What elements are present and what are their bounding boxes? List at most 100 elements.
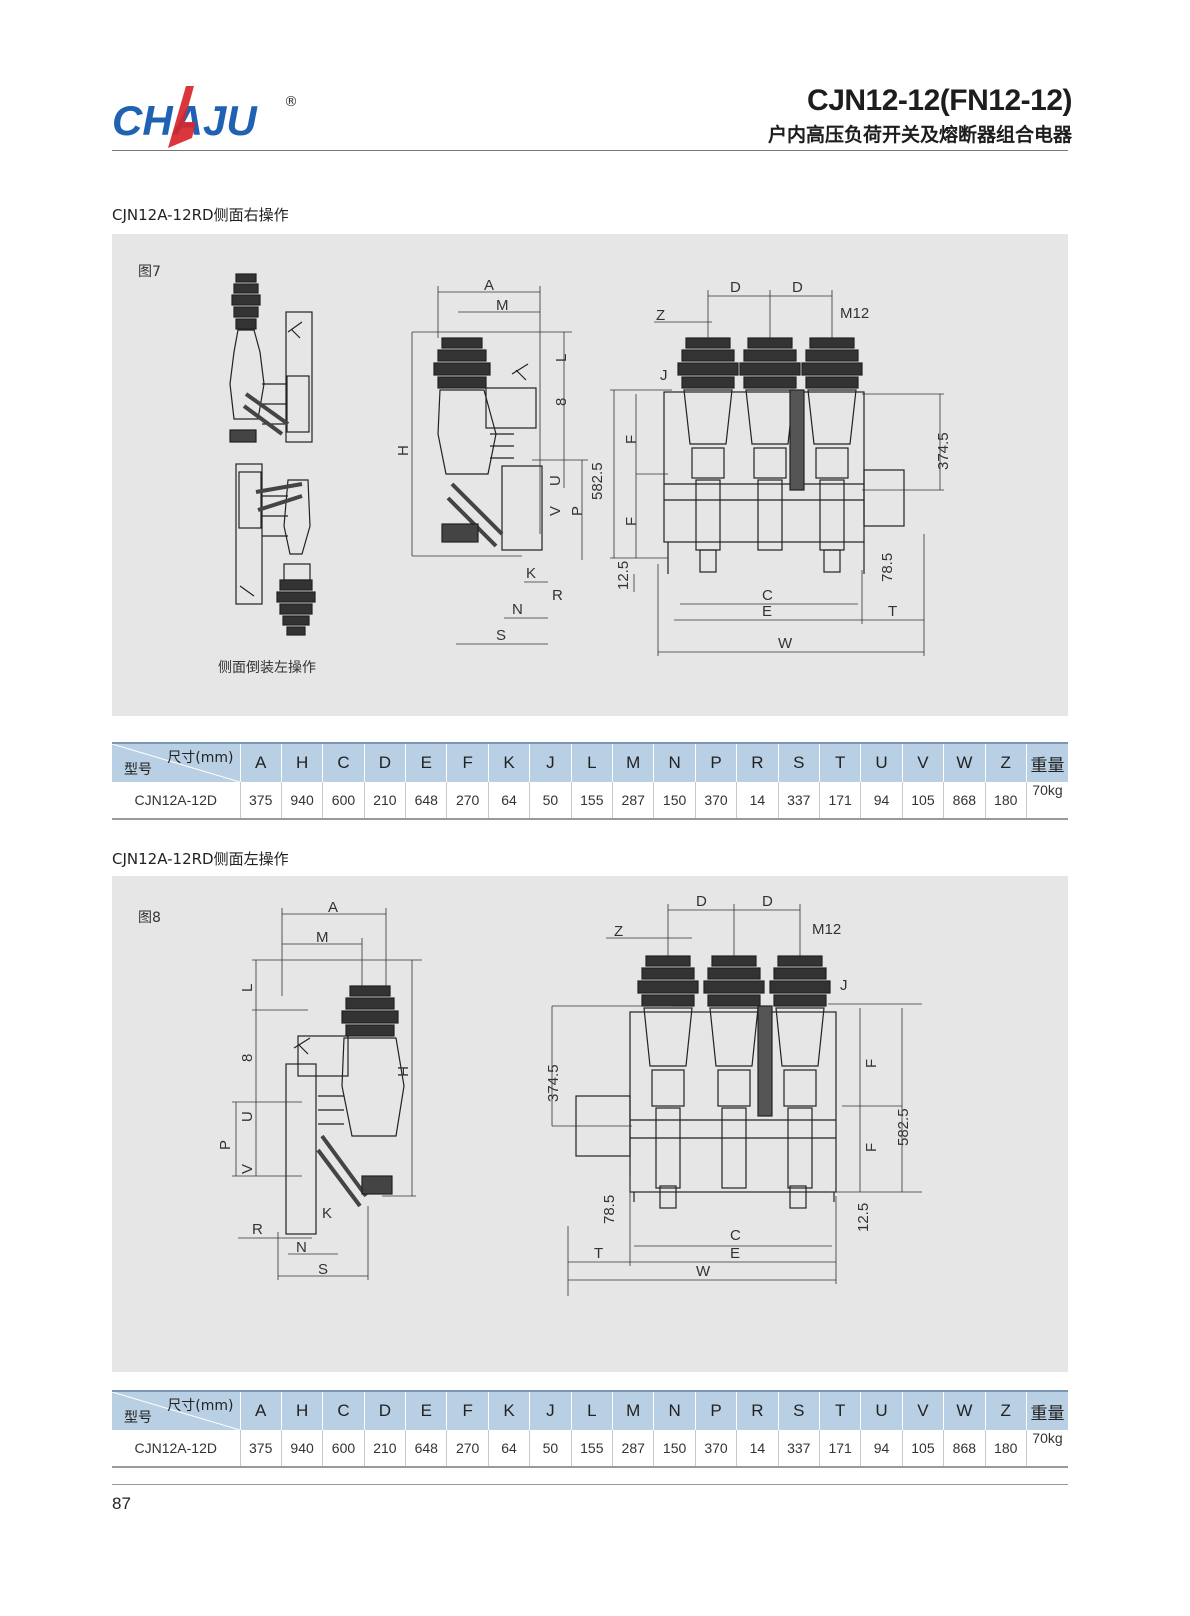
col-header: D — [363, 1390, 406, 1430]
col-header: K — [487, 1390, 530, 1430]
dim-E: E — [762, 603, 772, 620]
cell: 337 — [777, 1430, 820, 1468]
col-header: R — [736, 742, 779, 782]
col-header: R — [736, 1390, 779, 1430]
col-header: P — [694, 742, 737, 782]
cell: 375 — [239, 782, 282, 820]
dim-K: K — [526, 565, 536, 582]
dim-12-5: 12.5 — [615, 561, 632, 590]
dim-D-2: D — [792, 279, 803, 296]
dim-V: V — [547, 506, 564, 516]
col-header: N — [653, 742, 696, 782]
front-elevation-left — [575, 955, 837, 1209]
col-header: P — [694, 1390, 737, 1430]
table-row: CJN12A-12D 375 940 600 210 648 270 64 50… — [112, 782, 1068, 820]
col-header: S — [777, 1390, 820, 1430]
col-header: Z — [984, 1390, 1027, 1430]
col-header: N — [653, 1390, 696, 1430]
cell-weight: 70kg — [1025, 1430, 1068, 1468]
dim-V: V — [239, 1164, 256, 1174]
cell-model: CJN12A-12D — [112, 782, 240, 820]
front-elevation-labels: D D Z M12 J F F 582.5 374.5 12.5 78.5 C … — [589, 279, 952, 652]
col-header: A — [239, 1390, 282, 1430]
dim-R: R — [252, 1221, 263, 1238]
col-header: L — [570, 742, 613, 782]
page-subtitle: 户内高压负荷开关及熔断器组合电器 — [767, 124, 1072, 146]
brand-logo: CHAJU ® — [112, 82, 312, 156]
front-elevation — [663, 337, 905, 574]
dim-D-2: D — [762, 893, 773, 910]
cell: 50 — [529, 782, 572, 820]
model-label: 型号 — [124, 762, 152, 778]
dim-P: P — [217, 1140, 234, 1150]
dim-A: A — [328, 899, 338, 916]
table-corner-cell: 尺寸(mm) 型号 — [112, 742, 240, 782]
col-header: U — [860, 1390, 903, 1430]
cell: 270 — [446, 1430, 489, 1468]
insulator-pole-2 — [739, 337, 801, 551]
dim-L: L — [553, 354, 570, 362]
dim-P: P — [569, 506, 586, 516]
col-header: T — [818, 742, 861, 782]
side-elevation-left — [285, 985, 405, 1235]
dim-N: N — [296, 1239, 307, 1256]
corner-diagonal — [112, 744, 240, 782]
cell: 50 — [529, 1430, 572, 1468]
brand-logo-mark: CHAJU ® — [112, 86, 298, 148]
cell: 155 — [570, 1430, 613, 1468]
spec-table-2: 尺寸(mm) 型号 A H C D E F K J L M N P R S T … — [112, 1390, 1068, 1468]
cell: 171 — [818, 782, 861, 820]
figure7-label: 图7 — [138, 264, 161, 280]
cell: 370 — [694, 782, 737, 820]
dim-T: T — [888, 603, 897, 620]
col-header: C — [322, 1390, 365, 1430]
dim-F-1: F — [863, 1059, 880, 1068]
col-header: M — [612, 1390, 654, 1430]
cell: 14 — [736, 1430, 779, 1468]
dim-F-1: F — [623, 435, 640, 444]
header-divider — [112, 150, 1068, 151]
col-header: D — [363, 742, 406, 782]
cell: 270 — [446, 782, 489, 820]
dim-S: S — [496, 627, 506, 644]
dim-78-5: 78.5 — [601, 1195, 618, 1224]
cell: 105 — [901, 1430, 944, 1468]
front-elevation-dims — [610, 290, 944, 656]
col-header: S — [777, 742, 820, 782]
dim-M12: M12 — [840, 305, 869, 322]
cell: 370 — [694, 1430, 737, 1468]
unit-label: 尺寸(mm) — [167, 750, 234, 766]
col-header: T — [818, 1390, 861, 1430]
col-header: J — [529, 742, 572, 782]
cell: 287 — [612, 782, 654, 820]
col-header: A — [239, 742, 282, 782]
table-corner-cell: 尺寸(mm) 型号 — [112, 1390, 240, 1430]
col-header: V — [901, 1390, 944, 1430]
col-header: F — [446, 742, 489, 782]
col-header: M — [612, 742, 654, 782]
col-header-weight: 重量 — [1025, 742, 1068, 782]
cell-model: CJN12A-12D — [112, 1430, 240, 1468]
cell: 150 — [653, 782, 696, 820]
inverted-caption: 侧面倒装左操作 — [218, 660, 316, 676]
corner-diagonal — [112, 1392, 240, 1430]
cell: 600 — [322, 1430, 365, 1468]
dim-78-5: 78.5 — [879, 553, 896, 582]
cell: 600 — [322, 782, 365, 820]
registered-mark: ® — [284, 94, 298, 110]
dim-W: W — [696, 1263, 711, 1280]
dim-374-5: 374.5 — [935, 432, 952, 470]
spec-table-1: 尺寸(mm) 型号 A H C D E F K J L M N P R S T … — [112, 742, 1068, 820]
figure7-drawing: 图7 — [138, 264, 952, 676]
footer-divider — [112, 1484, 1068, 1485]
front-elevation-left-labels: D D Z M12 J 374.5 F F 582.5 78.5 12.5 C … — [545, 893, 912, 1280]
dim-H: H — [394, 1066, 411, 1077]
dim-Z: Z — [614, 923, 623, 940]
side-view-inverted — [235, 463, 316, 636]
dim-582-5: 582.5 — [589, 462, 606, 500]
table-row: CJN12A-12D 375 940 600 210 648 270 64 50… — [112, 1430, 1068, 1468]
dim-U: U — [239, 1111, 256, 1122]
cell: 648 — [405, 782, 447, 820]
cell: 210 — [363, 782, 406, 820]
col-header: V — [901, 742, 944, 782]
